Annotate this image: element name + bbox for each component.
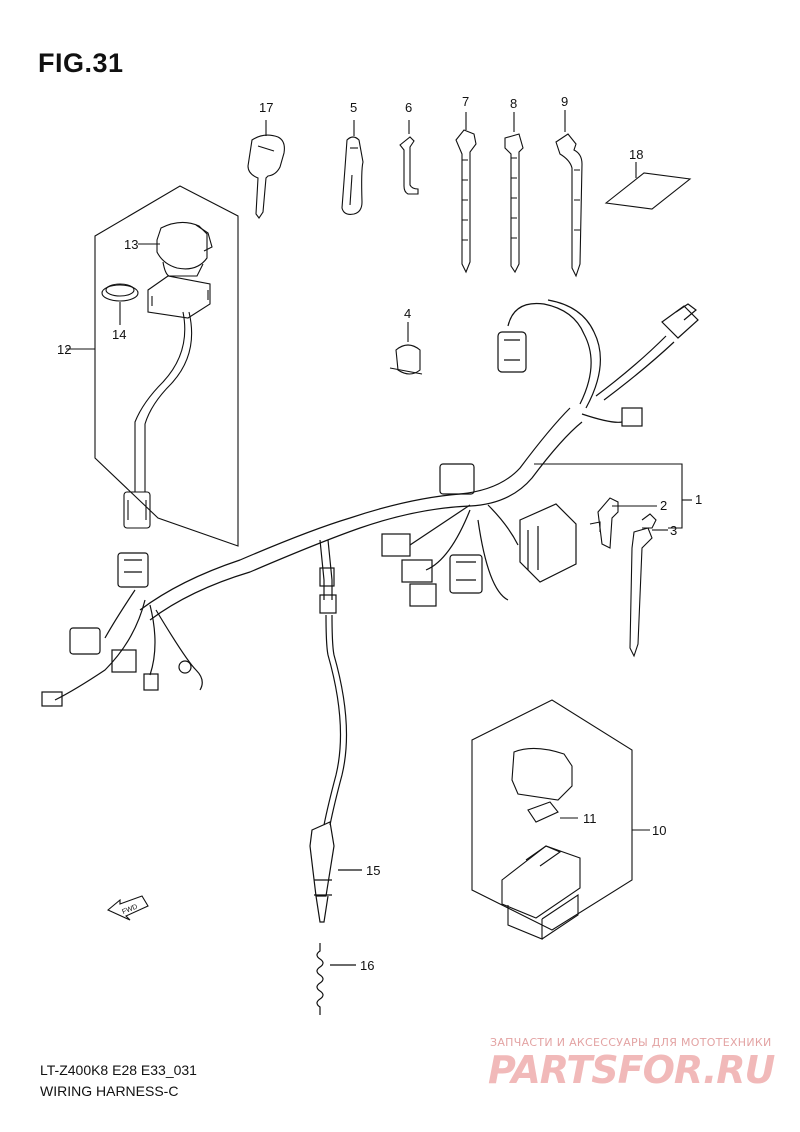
callout-6: 6 — [405, 100, 412, 115]
callout-2: 2 — [660, 498, 667, 513]
callout-3: 3 — [670, 523, 677, 538]
watermark-logo: PARTSFOR.RU — [488, 1048, 775, 1092]
section-name: WIRING HARNESS-C — [40, 1083, 179, 1099]
callout-7: 7 — [462, 94, 469, 109]
clamp-band-9 — [555, 110, 583, 278]
hook-part-6 — [399, 120, 419, 195]
callout-12: 12 — [57, 342, 71, 357]
callout-11: 11 — [583, 811, 597, 826]
callout-4: 4 — [404, 306, 411, 321]
figure-title: FIG.31 — [38, 48, 124, 78]
harness-bracket-group — [534, 463, 692, 658]
watermark-tagline: ЗАПЧАСТИ И АКСЕССУАРЫ ДЛЯ МОТОТЕХНИКИ — [490, 1036, 772, 1049]
model-code: LT-Z400K8 E28 E33_031 — [40, 1062, 197, 1078]
starter-relay-box — [471, 699, 650, 940]
callout-13: 13 — [124, 237, 138, 252]
callout-8: 8 — [510, 96, 517, 111]
ignition-switch-assembly-box — [66, 185, 239, 547]
callout-17: 17 — [259, 100, 273, 115]
callout-16: 16 — [360, 958, 374, 973]
callout-15: 15 — [366, 863, 380, 878]
clip-part-4 — [389, 322, 423, 375]
callout-14: 14 — [112, 327, 126, 342]
sticker-18 — [604, 162, 692, 210]
key-part — [247, 120, 285, 219]
callout-5: 5 — [350, 100, 357, 115]
clip-part-5 — [341, 120, 364, 215]
cable-tie-8 — [504, 112, 524, 274]
forward-direction-arrow — [106, 895, 149, 921]
callout-1: 1 — [695, 492, 702, 507]
callout-10: 10 — [652, 823, 666, 838]
callout-18: 18 — [629, 147, 643, 162]
cable-tie-7 — [455, 112, 477, 274]
main-wiring-harness — [41, 299, 699, 1015]
callout-9: 9 — [561, 94, 568, 109]
